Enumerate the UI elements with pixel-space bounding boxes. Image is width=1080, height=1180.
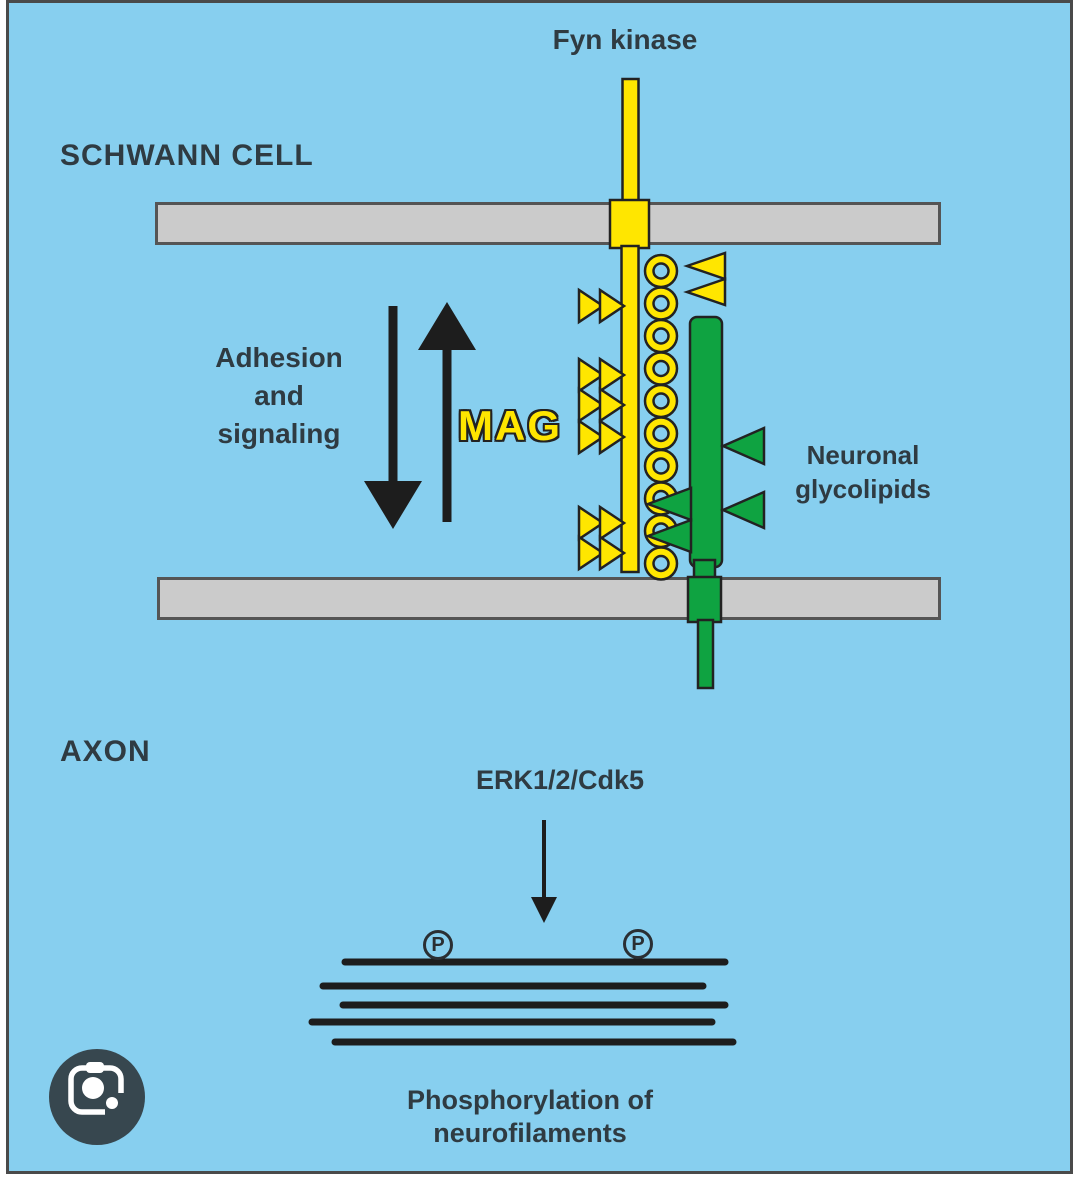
- fyn-kinase-stalk: [621, 77, 640, 206]
- phosphorylation-line-1: Phosphorylation of: [407, 1085, 653, 1115]
- mag-label: MAG: [458, 402, 562, 449]
- neurofilament-lines: [308, 958, 737, 1046]
- mag-receptor-bar: [620, 244, 640, 574]
- phosphate-letter: P: [431, 933, 445, 956]
- adhesion-line-1: Adhesion: [215, 342, 343, 373]
- phosphorylation-label: Phosphorylation of neurofilaments: [370, 1084, 690, 1150]
- erk-arrow: [531, 820, 557, 923]
- fyn-kinase-label: Fyn kinase: [552, 24, 698, 55]
- phosphate-letter: P: [631, 932, 645, 955]
- neuronal-line-2: glycolipids: [795, 474, 931, 504]
- glycolipid-bar: [686, 315, 724, 690]
- phosphorylation-line-2: neurofilaments: [433, 1118, 627, 1148]
- mag-glycan-triangles-left: [577, 288, 626, 571]
- schwann-cell-membrane: [155, 202, 941, 245]
- phosphate-badge: P: [623, 929, 653, 959]
- kinases-label: ERK1/2/Cdk5: [475, 765, 645, 795]
- mag-up-arrow: [418, 302, 476, 522]
- phosphate-badge: P: [423, 930, 453, 960]
- mag-glycan-triangles-right: [685, 251, 727, 307]
- mag-transmembrane-block: [608, 198, 651, 250]
- axon-membrane: [157, 577, 941, 620]
- google-lens-camera-icon: [68, 1062, 125, 1116]
- adhesion-line-3: signaling: [217, 418, 341, 449]
- google-lens-button[interactable]: [49, 1049, 145, 1145]
- adhesion-down-arrow: [364, 306, 422, 529]
- neuronal-line-1: Neuronal: [806, 440, 920, 470]
- axon-label: AXON: [60, 735, 151, 768]
- adhesion-line-2: and: [254, 380, 304, 411]
- neuronal-glycolipids-label: Neuronal glycolipids: [763, 438, 963, 506]
- adhesion-signaling-label: Adhesion and signaling: [169, 339, 389, 453]
- schwann-cell-label: SCHWANN CELL: [60, 139, 314, 172]
